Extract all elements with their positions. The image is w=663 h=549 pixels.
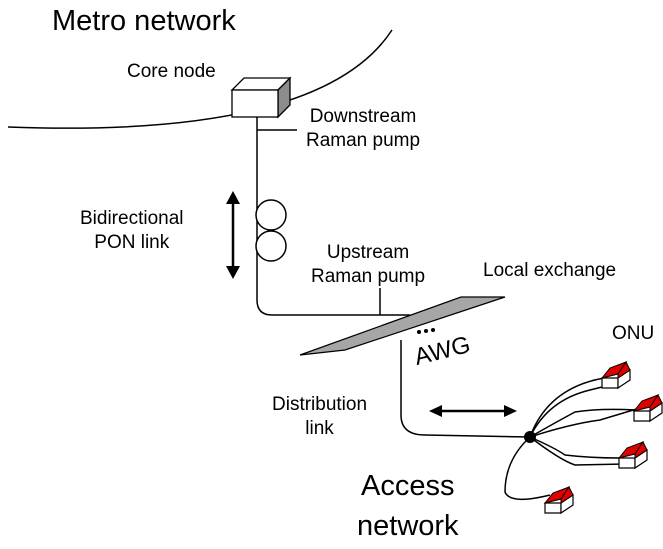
feeder-fiber [256,117,410,316]
distribution-link-label: Distribution link [272,394,368,439]
onu-house-3 [617,440,648,470]
downstream-pump-label: Downstream Raman pump [306,106,421,151]
core-node-box [230,76,292,119]
core-node-label: Core node [127,61,216,82]
fiber-coil-lower [255,230,287,262]
upstream-pump-label: Upstream Raman pump [311,242,426,287]
distribution-fiber [400,340,531,438]
bidirectional-arrow [226,191,240,279]
distribution-arrow [429,405,517,417]
awg-panel [299,296,506,356]
bidirectional-link-label: Bidirectional PON link [80,208,184,253]
local-exchange-label: Local exchange [483,260,617,281]
access-network-label: Access network [357,470,459,542]
metro-network-title: Metro network [52,5,236,37]
fiber-coil-upper [255,199,287,231]
onu-house-1 [600,360,631,390]
onu-label: ONU [612,323,655,344]
onu-branches [504,377,641,501]
metro-ring-arc [7,29,393,129]
awg-ports-ellipsis [417,328,435,334]
onu-house-2 [632,393,663,423]
onu-house-4 [543,485,574,515]
